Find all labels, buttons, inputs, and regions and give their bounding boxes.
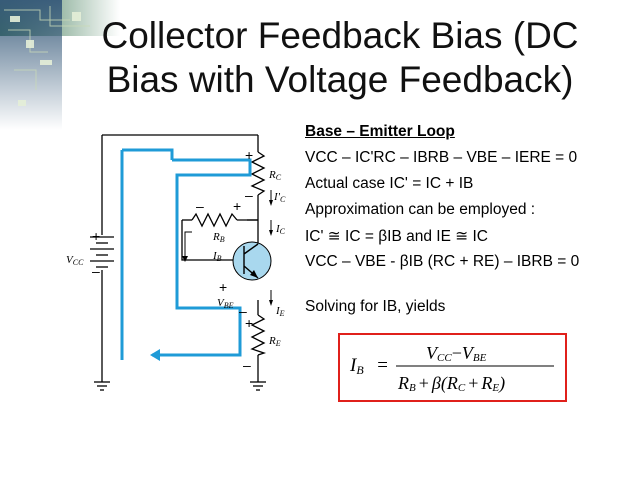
ic-label: IC xyxy=(275,223,286,236)
re-resistor-icon xyxy=(250,314,267,356)
actual-case-line: Actual case IC' = IC + IB xyxy=(305,175,474,192)
eq-lhs: IB xyxy=(349,355,364,377)
re-plus-sign: + xyxy=(245,315,253,331)
collector-feedback-circuit: VCC RC I'C IC RB IB VBE IE RE + – + – – … xyxy=(66,134,286,391)
vcc-label: VCC xyxy=(66,254,84,267)
rc-plus-sign: + xyxy=(245,147,253,163)
ic-prime-arrow-icon xyxy=(269,200,273,206)
ie-label: IE xyxy=(275,305,285,318)
battery-minus-sign: – xyxy=(92,263,100,279)
rc-minus-sign: – xyxy=(245,187,253,203)
eq-denominator: RB+β(RC+RE) xyxy=(397,373,505,394)
slide-title-line-2: Bias with Voltage Feedback) xyxy=(106,59,574,100)
eq-equals: = xyxy=(376,355,389,376)
slide-title-line-1: Collector Feedback Bias (DC xyxy=(101,15,579,56)
rc-label: RC xyxy=(268,169,282,182)
rb-resistor-icon xyxy=(191,212,238,228)
ib-equation: IB = VCC−VBE RB+β(RC+RE) xyxy=(349,343,554,394)
re-minus-sign: – xyxy=(243,357,251,373)
kvl-equation-line: VCC – IC'RC – IBRB – VBE – IERE = 0 xyxy=(305,149,578,166)
substituted-equation-line: VCC – VBE - βIB (RC + RE) – IBRB = 0 xyxy=(305,253,580,270)
solving-line: Solving for IB, yields xyxy=(305,298,446,315)
approximation-line: Approximation can be employed : xyxy=(305,201,536,218)
slide-title: Collector Feedback Bias (DC Bias with Vo… xyxy=(60,14,620,102)
rb-plus-sign: + xyxy=(233,198,241,214)
ic-prime-label: I'C xyxy=(273,191,286,204)
ib-equation-box: IB = VCC−VBE RB+β(RC+RE) xyxy=(338,333,567,402)
vbe-minus-sign: – xyxy=(239,303,247,319)
battery-plus-sign: + xyxy=(92,228,100,244)
re-label: RE xyxy=(268,335,281,348)
vbe-label: VBE xyxy=(217,297,234,310)
approximation-relations-line: IC' ≅ IC = βIB and IE ≅ IC xyxy=(305,228,489,245)
rb-label: RB xyxy=(212,231,225,244)
ib-label: IB xyxy=(212,250,222,263)
transistor-icon xyxy=(232,241,272,281)
vbe-plus-sign: + xyxy=(219,279,227,295)
section-heading: Base – Emitter Loop xyxy=(305,123,455,140)
loop-arrowhead-icon xyxy=(150,349,160,361)
eq-numerator: VCC−VBE xyxy=(426,343,487,364)
ic-arrow-icon xyxy=(269,230,273,236)
rc-resistor-icon xyxy=(250,151,266,196)
battery-icon xyxy=(90,236,114,268)
base-emitter-loop-arrow xyxy=(152,158,252,357)
ground-icon xyxy=(94,381,266,391)
rb-minus-sign: – xyxy=(196,198,204,214)
ie-arrow-icon xyxy=(269,300,273,306)
